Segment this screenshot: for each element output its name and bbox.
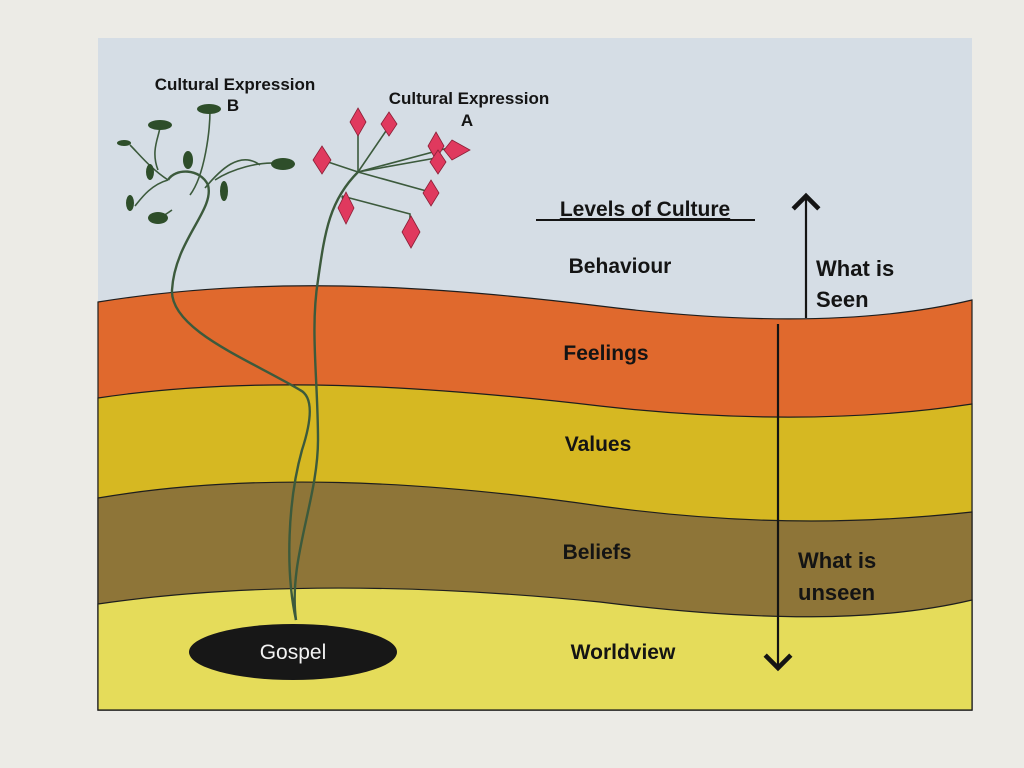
expression-b-label: Cultural Expression <box>155 75 316 94</box>
leaf-b <box>220 181 228 201</box>
leaf-b <box>117 140 131 146</box>
leaf-b <box>183 151 193 169</box>
diamond-a <box>380 111 398 137</box>
unseen-label-1: What is <box>798 548 876 573</box>
level-worldview: Worldview <box>571 641 676 664</box>
stem-a <box>293 171 359 621</box>
seen-label-1: What is <box>816 256 894 281</box>
plant-stems <box>166 170 359 621</box>
leaf-b <box>146 164 154 180</box>
band-worldview <box>97 587 973 711</box>
seen-label-2: Seen <box>816 287 869 312</box>
diamond-a <box>429 149 447 175</box>
expression-b-letter: B <box>227 96 239 115</box>
expression-a-letter: A <box>461 111 473 130</box>
gospel-ellipse <box>189 624 397 680</box>
level-feelings: Feelings <box>563 342 648 365</box>
gospel-label: Gospel <box>260 641 327 664</box>
diamond-a <box>349 107 367 137</box>
diamond-a <box>443 139 471 161</box>
stem-b <box>166 170 312 621</box>
unseen-label-2: unseen <box>798 580 875 605</box>
diamond-a <box>337 191 355 225</box>
diamond-a <box>312 145 332 175</box>
cultural-expression-b <box>117 104 295 224</box>
level-values: Values <box>565 433 632 456</box>
leaf-b <box>148 212 168 224</box>
leaf-b <box>148 120 172 130</box>
expression-a-label: Cultural Expression <box>389 89 550 108</box>
leaf-b <box>126 195 134 211</box>
level-behaviour: Behaviour <box>569 255 672 278</box>
level-beliefs: Beliefs <box>563 541 632 564</box>
diamond-a <box>401 215 421 249</box>
cultural-expression-a <box>312 107 471 249</box>
diamond-a <box>422 179 440 207</box>
leaf-b <box>197 104 221 114</box>
levels-heading: Levels of Culture <box>560 198 730 221</box>
leaf-b <box>271 158 295 170</box>
